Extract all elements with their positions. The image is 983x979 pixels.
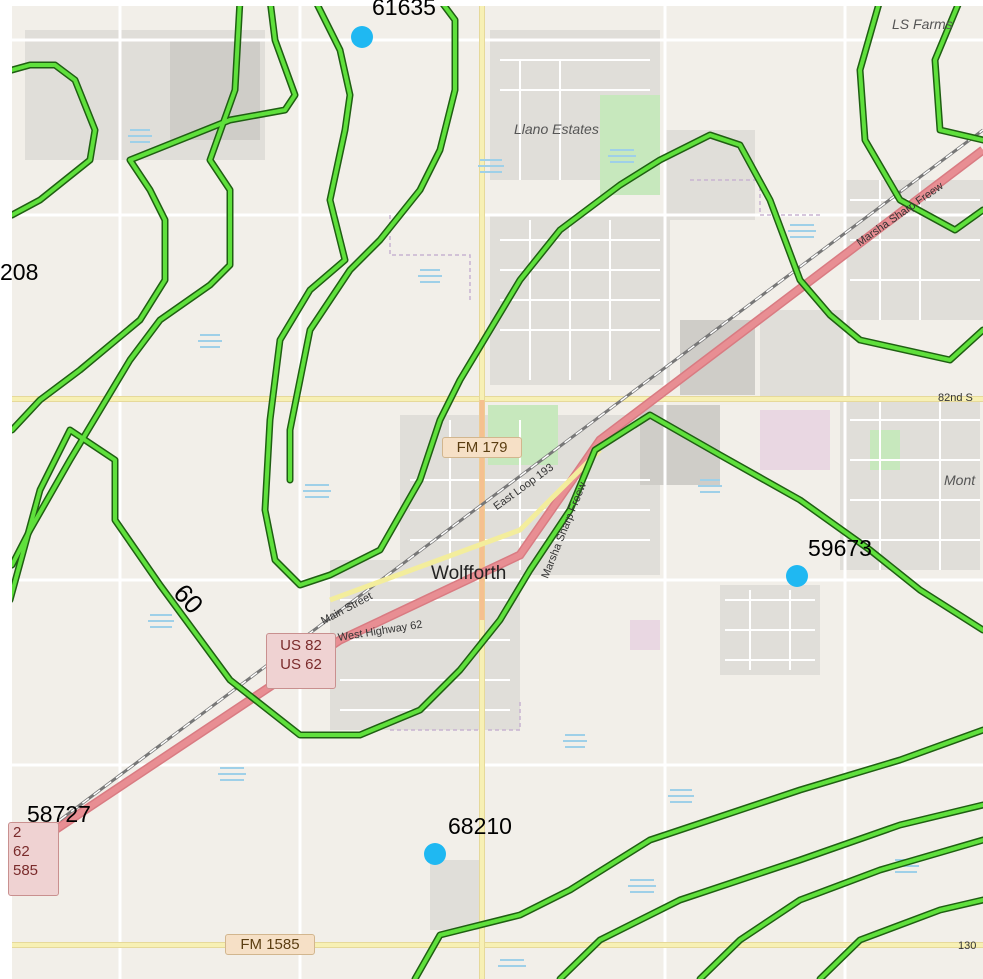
- station-marker-61635[interactable]: [351, 26, 373, 48]
- contour-lines: [6, 0, 983, 979]
- station-marker-68210[interactable]: [424, 843, 446, 865]
- shield-line-us62: US 62: [280, 656, 322, 673]
- station-marker-59673[interactable]: [786, 565, 808, 587]
- road-label-130th: 130: [958, 940, 977, 952]
- highway: [37, 128, 983, 844]
- left-margin: [0, 0, 12, 979]
- top-margin: [0, 0, 983, 6]
- boundary-lines: [389, 179, 820, 731]
- place-label-ls-farms: LS Farms: [892, 16, 953, 32]
- shield-line-us82: US 82: [280, 637, 322, 654]
- station-label-61635: 61635: [372, 0, 436, 20]
- place-label-llano-estates: Llano Estates: [514, 121, 599, 137]
- station-label-208: 208: [0, 259, 39, 285]
- corner-shield-line-2: 62: [13, 843, 30, 860]
- place-label-mont: Mont: [944, 472, 976, 488]
- station-label-68210: 68210: [448, 813, 512, 839]
- station-label-58727: 58727: [27, 801, 91, 827]
- corner-shield-line-3: 585: [13, 862, 39, 879]
- road-label-82nd: 82nd S: [938, 392, 973, 404]
- station-label-59673: 59673: [808, 535, 872, 561]
- corner-shield-line-1: 2: [13, 824, 22, 841]
- road-shield-corner: 2 62 585: [8, 822, 59, 896]
- road-shield-fm179: FM 179: [442, 437, 522, 458]
- place-label-wolfforth: Wolfforth: [431, 563, 507, 584]
- water-features: [128, 129, 919, 967]
- road-shield-us82-us62: US 82 US 62: [266, 633, 336, 689]
- school-areas: [630, 410, 830, 650]
- road-shield-fm1585: FM 1585: [225, 934, 315, 955]
